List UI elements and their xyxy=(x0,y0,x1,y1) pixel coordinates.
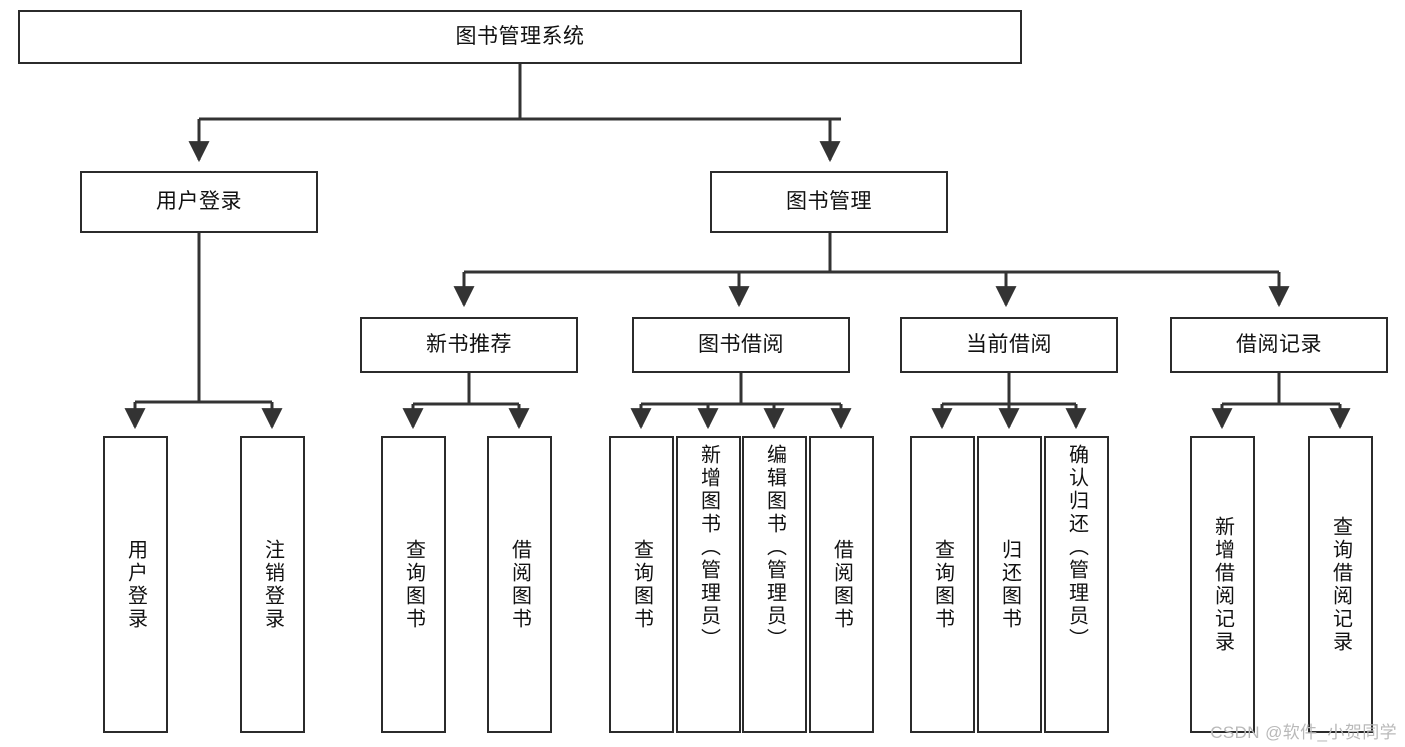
node-current-borrow-label: 当前借阅 xyxy=(966,332,1052,356)
node-book-manage[interactable]: 图书管理 xyxy=(710,171,948,233)
leaf-query-borrow-record[interactable]: 查询借阅记录 xyxy=(1308,436,1373,733)
leaf-logout-login[interactable]: 注销登录 xyxy=(240,436,305,733)
node-book-borrow-label: 图书借阅 xyxy=(698,332,784,356)
node-root-label: 图书管理系统 xyxy=(455,24,585,48)
leaf-user-login-label: 用户登录 xyxy=(124,538,147,631)
leaf-query-book-current-label: 查询图书 xyxy=(931,538,954,631)
node-new-book-rec[interactable]: 新书推荐 xyxy=(360,317,578,373)
node-book-borrow[interactable]: 图书借阅 xyxy=(632,317,850,373)
node-borrow-record[interactable]: 借阅记录 xyxy=(1170,317,1388,373)
leaf-return-book-label: 归还图书 xyxy=(998,538,1021,631)
leaf-confirm-return-admin[interactable]: 确认归还（管理员） xyxy=(1044,436,1109,733)
node-borrow-record-label: 借阅记录 xyxy=(1236,332,1322,356)
leaf-add-borrow-record[interactable]: 新增借阅记录 xyxy=(1190,436,1255,733)
leaf-add-book-admin-label: 新增图书（管理员） xyxy=(697,444,720,651)
csdn-watermark: CSDN @软件_小贺同学 xyxy=(1210,723,1397,742)
node-user-login[interactable]: 用户登录 xyxy=(80,171,318,233)
node-user-login-label: 用户登录 xyxy=(156,189,242,213)
leaf-confirm-return-admin-label: 确认归还（管理员） xyxy=(1065,444,1088,651)
leaf-query-book-rec-label: 查询图书 xyxy=(402,538,425,631)
leaf-return-book[interactable]: 归还图书 xyxy=(977,436,1042,733)
leaf-borrow-book[interactable]: 借阅图书 xyxy=(809,436,874,733)
node-root[interactable]: 图书管理系统 xyxy=(18,10,1022,64)
leaf-borrow-book-rec-label: 借阅图书 xyxy=(508,538,531,631)
leaf-query-book-borrow[interactable]: 查询图书 xyxy=(609,436,674,733)
leaf-add-borrow-record-label: 新增借阅记录 xyxy=(1211,515,1234,654)
node-current-borrow[interactable]: 当前借阅 xyxy=(900,317,1118,373)
leaf-query-book-rec[interactable]: 查询图书 xyxy=(381,436,446,733)
leaf-logout-login-label: 注销登录 xyxy=(261,538,284,631)
leaf-user-login[interactable]: 用户登录 xyxy=(103,436,168,733)
leaf-add-book-admin[interactable]: 新增图书（管理员） xyxy=(676,436,741,733)
leaf-borrow-book-label: 借阅图书 xyxy=(830,538,853,631)
node-book-manage-label: 图书管理 xyxy=(786,189,872,213)
leaf-query-borrow-record-label: 查询借阅记录 xyxy=(1329,515,1352,654)
leaf-query-book-current[interactable]: 查询图书 xyxy=(910,436,975,733)
leaf-borrow-book-rec[interactable]: 借阅图书 xyxy=(487,436,552,733)
leaf-edit-book-admin[interactable]: 编辑图书（管理员） xyxy=(742,436,807,733)
node-new-book-rec-label: 新书推荐 xyxy=(426,332,512,356)
leaf-edit-book-admin-label: 编辑图书（管理员） xyxy=(763,444,786,651)
leaf-query-book-borrow-label: 查询图书 xyxy=(630,538,653,631)
